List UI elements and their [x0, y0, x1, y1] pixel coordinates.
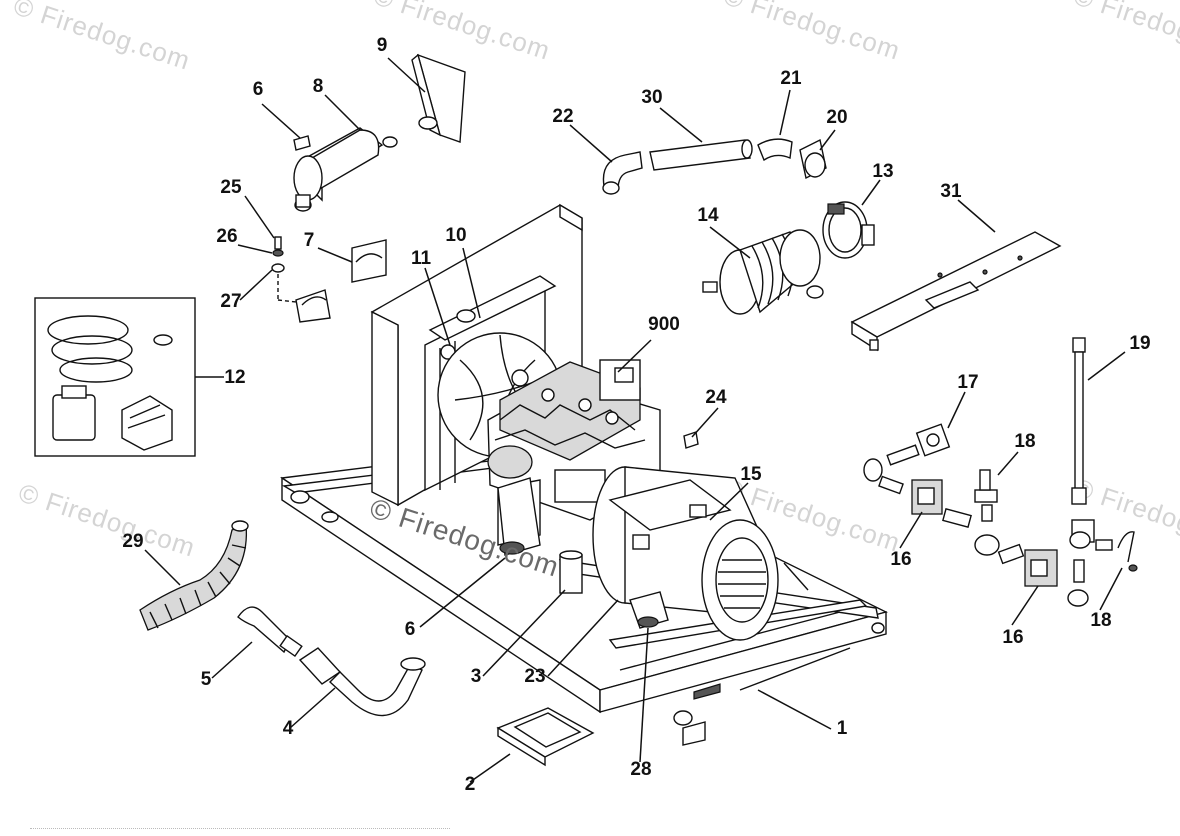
callout-29: 29	[122, 531, 144, 552]
callout-7: 7	[303, 230, 315, 251]
callout-9: 9	[376, 35, 388, 56]
callout-24: 24	[705, 387, 727, 408]
engine-mount	[497, 477, 583, 594]
callout-2: 2	[464, 774, 476, 795]
muffler-brackets	[271, 236, 387, 323]
callout-12: 12	[224, 367, 246, 388]
callout-16: 16	[1002, 627, 1024, 648]
callout-10: 10	[445, 225, 467, 246]
callout-17: 17	[957, 372, 979, 393]
callout-26: 26	[216, 226, 238, 247]
callout-15: 15	[740, 464, 762, 485]
callout-23: 23	[524, 666, 546, 687]
callout-16: 16	[890, 549, 912, 570]
callout-18: 18	[1014, 431, 1036, 452]
drip-tray	[496, 707, 595, 767]
alternator	[592, 466, 779, 641]
exhaust-bracket	[411, 53, 466, 143]
muffler	[293, 127, 398, 212]
divider	[30, 828, 450, 829]
callout-6: 6	[404, 619, 416, 640]
top-panel	[850, 231, 1062, 352]
callout-18: 18	[1090, 610, 1112, 631]
callout-14: 14	[697, 205, 719, 226]
callout-6: 6	[252, 79, 264, 100]
callout-8: 8	[312, 76, 324, 97]
exhaust-flex-pipe	[237, 606, 426, 717]
kit-inset	[34, 297, 196, 457]
callout-21: 21	[780, 68, 802, 89]
callout-22: 22	[552, 106, 574, 127]
fuel-hose	[1071, 337, 1087, 505]
callout-20: 20	[826, 107, 848, 128]
callout-4: 4	[282, 718, 294, 739]
callout-3: 3	[470, 666, 482, 687]
leader-lines	[144, 57, 1126, 783]
callout-900: 900	[648, 314, 680, 335]
label-plate	[293, 135, 311, 151]
callout-28: 28	[630, 759, 652, 780]
exhaust-tubes	[602, 138, 827, 195]
warning-decal	[683, 431, 699, 449]
intake-hose	[139, 520, 249, 631]
fuel-valves	[863, 423, 1138, 607]
callout-13: 13	[872, 161, 894, 182]
callout-1: 1	[836, 718, 848, 739]
callout-5: 5	[200, 669, 212, 690]
callout-30: 30	[641, 87, 663, 108]
callout-31: 31	[940, 181, 962, 202]
air-cleaner	[702, 201, 875, 315]
callout-19: 19	[1129, 333, 1151, 354]
callout-11: 11	[410, 248, 432, 269]
callout-25: 25	[220, 177, 242, 198]
callout-27: 27	[220, 291, 242, 312]
